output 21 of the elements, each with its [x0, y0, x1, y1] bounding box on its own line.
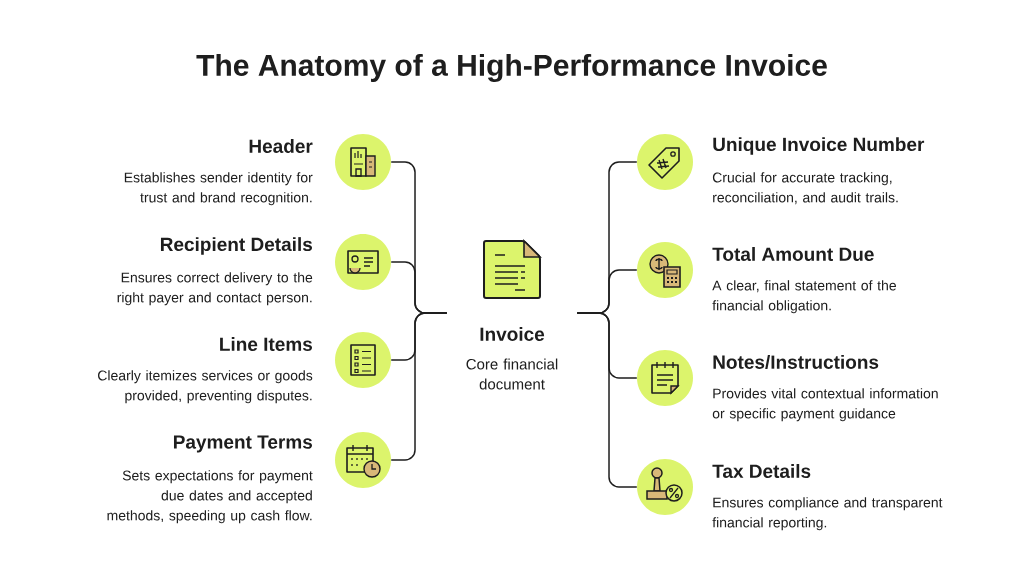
node-description: Ensures correct delivery to the right payer and contact person.: [117, 272, 313, 306]
connector-line: [576, 312, 638, 488]
node-title: Invoice: [480, 327, 545, 341]
node-title: Unique Invoice Number: [713, 137, 925, 155]
node-title: Header: [249, 139, 313, 153]
node-description: Sets expectations for payment due dates and accepted methods, speeding up cash flow.: [107, 470, 313, 524]
node-title: Line Items: [220, 337, 312, 351]
node-description: A clear, final statement of the financial obligation.: [712, 280, 896, 314]
node-description: Core financial document: [466, 358, 558, 390]
connector-line: [390, 312, 448, 461]
node-title: Total Amount Due: [712, 247, 874, 261]
title: The Anatomy of a High-Performance Invoice: [196, 53, 827, 83]
node-description: Provides vital contextual information or specific payment guidance: [712, 388, 938, 422]
node-title: Payment Terms: [174, 435, 312, 453]
node-description: Clearly itemizes services or goods provided, preventing disputes.: [98, 370, 313, 404]
node-description: Crucial for accurate tracking, reconciliation, and audit trails.: [712, 172, 898, 205]
node-title: Notes/Instructions: [713, 354, 879, 370]
node-title: Recipient Details: [161, 237, 312, 255]
node-description: Ensures compliance and transparent financial reporting.: [712, 497, 943, 531]
node-description: Establishes sender identity for trust and brand recognition.: [124, 172, 313, 206]
node-title: Tax Details: [712, 464, 811, 478]
